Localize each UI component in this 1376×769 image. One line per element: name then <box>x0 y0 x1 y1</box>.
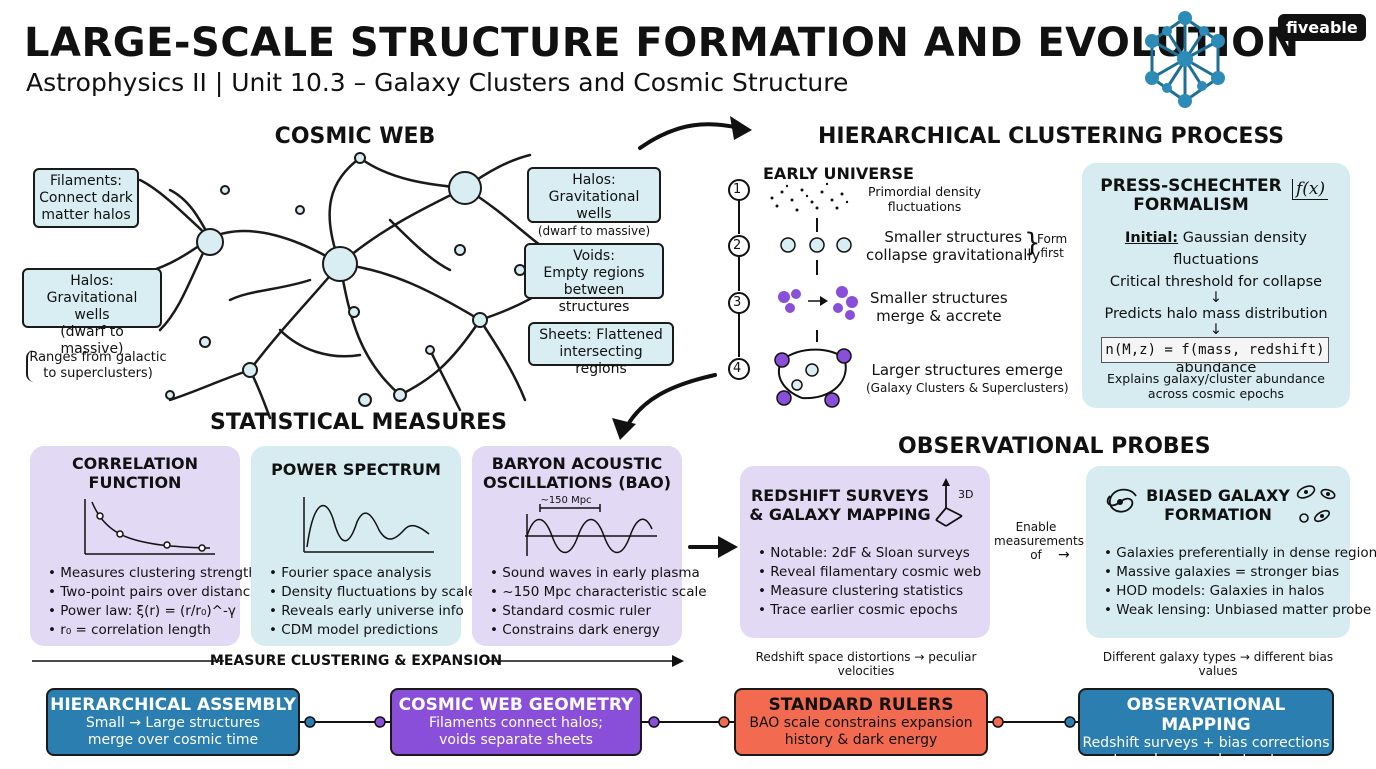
galaxy-cluster-icon <box>1296 485 1336 523</box>
enable-arrow-icon: → <box>1058 547 1070 563</box>
function-icon: f(x) <box>1292 179 1329 200</box>
list-item: Fourier space analysis <box>269 564 455 583</box>
bottom-connector <box>300 716 1080 728</box>
list-item: Standard cosmic ruler <box>490 602 676 621</box>
power-spectrum-title: POWER SPECTRUM <box>271 460 441 479</box>
power-spectrum-card: POWER SPECTRUM Fourier space analysis De… <box>251 446 476 646</box>
list-item: Reveal filamentary cosmic web <box>758 563 984 582</box>
step-3-num: 3 <box>733 295 742 310</box>
early-universe-label: EARLY UNIVERSE <box>763 164 914 183</box>
network-sphere-icon <box>1145 11 1225 108</box>
redshift-footer: Redshift space distortions → peculiar ve… <box>755 650 977 678</box>
3d-label: 3D <box>958 488 974 501</box>
step-2-num: 2 <box>733 238 742 253</box>
list-item: Weak lensing: Unbiased matter probe <box>1104 601 1371 620</box>
redshift-survey-title: REDSHIFT SURVEYS& GALAXY MAPPING <box>749 486 931 524</box>
cosmic-web-illustration <box>133 152 547 420</box>
page-title: LARGE-SCALE STRUCTURE FORMATION AND EVOL… <box>24 20 1300 66</box>
bao-bullets: Sound waves in early plasma ~150 Mpc cha… <box>490 564 706 640</box>
list-item: Constrains dark energy <box>490 621 676 640</box>
fiveable-logo: fiveable <box>1278 14 1366 41</box>
bao-wave-plot <box>525 504 657 556</box>
list-item: Galaxies preferentially in dense regions <box>1104 544 1376 563</box>
bao-scale-label: ~150 Mpc <box>540 495 592 506</box>
spiral-galaxy-icon <box>1106 488 1137 513</box>
page-subtitle: Astrophysics II | Unit 10.3 – Galaxy Clu… <box>26 68 849 97</box>
list-item: Two-point pairs over distance r <box>48 583 268 602</box>
list-item: Massive galaxies = stronger bias <box>1104 563 1344 582</box>
list-item: Sound waves in early plasma <box>490 564 700 583</box>
redshift-bullets: Notable: 2dF & Sloan surveys Reveal fila… <box>758 544 984 620</box>
list-item: Power law: ξ(r) = (r/r₀)^-γ <box>48 602 236 621</box>
statistical-heading: STATISTICAL MEASURES <box>210 410 508 435</box>
list-item: Trace earlier cosmic epochs <box>758 601 984 620</box>
mass-function-formula: n(M,z) = f(mass, redshift) <box>1101 337 1329 363</box>
power-spectrum-bullets: Fourier space analysis Density fluctuati… <box>269 564 476 640</box>
power-spectrum-plot <box>303 497 434 553</box>
standard-rulers-box: STANDARD RULERS BAO scale constrains exp… <box>734 688 988 756</box>
halos-left-label: Halos:Gravitational wells(dwarf to massi… <box>22 268 162 357</box>
step-4-num: 4 <box>733 361 742 376</box>
list-item: HOD models: Galaxies in halos <box>1104 582 1344 601</box>
correlation-bullets: Measures clustering strength Two-point p… <box>48 564 268 640</box>
list-item: Measure clustering statistics <box>758 582 984 601</box>
biased-galaxy-footer: Different galaxy types → different bias … <box>1102 650 1334 678</box>
list-item: CDM model predictions <box>269 621 455 640</box>
measure-clustering-arrow <box>32 655 684 667</box>
step-1-num: 1 <box>733 182 742 197</box>
hierarchical-heading: HIERARCHICAL CLUSTERING PROCESS <box>818 124 1285 149</box>
list-item: Reveals early universe info <box>269 602 464 621</box>
list-item: Density fluctuations by scale <box>269 583 476 602</box>
hierarchical-assembly-box: HIERARCHICAL ASSEMBLY Small → Large stru… <box>46 688 300 756</box>
cosmic-web-geometry-box: COSMIC WEB GEOMETRY Filaments connect ha… <box>390 688 642 756</box>
list-item: ~150 Mpc characteristic scale <box>490 583 706 602</box>
form-first-brace: } <box>1024 228 1041 258</box>
hierarchical-steps-diagram <box>728 179 858 408</box>
correlation-plot <box>84 499 215 555</box>
list-item: Measures clustering strength <box>48 564 257 583</box>
step-4-label: Larger structures emerge(Galaxy Clusters… <box>866 361 1069 395</box>
list-item: r₀ = correlation length <box>48 621 234 640</box>
redshift-survey-card: REDSHIFT SURVEYS& GALAXY MAPPING 3D Nota… <box>740 466 990 638</box>
biased-galaxy-bullets: Galaxies preferentially in dense regions… <box>1104 544 1376 620</box>
cosmic-web-heading: COSMIC WEB <box>274 124 436 149</box>
list-item: Notable: 2dF & Sloan surveys <box>758 544 984 563</box>
observational-heading: OBSERVATIONAL PROBES <box>898 434 1211 459</box>
observational-mapping-box: OBSERVATIONAL MAPPING Redshift surveys +… <box>1078 688 1334 768</box>
halos-right-label: Halos:Gravitational wells(dwarf to massi… <box>527 167 661 238</box>
3d-axes-icon <box>935 478 963 527</box>
measure-clustering-label: MEASURE CLUSTERING & EXPANSION <box>209 653 503 669</box>
